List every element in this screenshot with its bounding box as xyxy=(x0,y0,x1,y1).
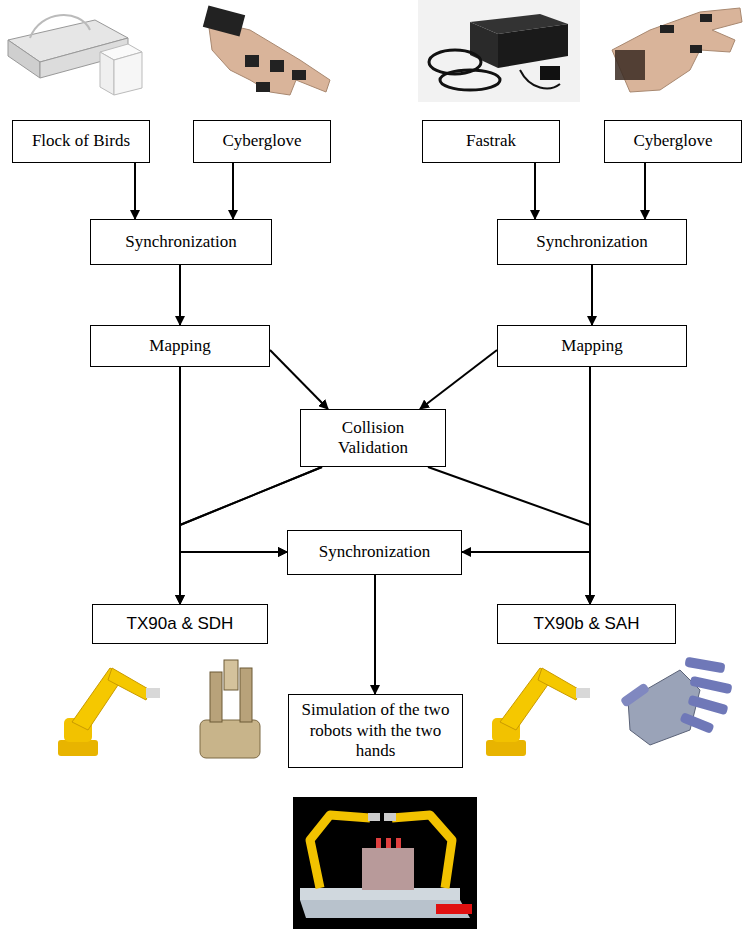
flow-arrow xyxy=(270,350,328,409)
flow-arrow xyxy=(374,575,376,694)
node-text: Cyberglove xyxy=(633,131,712,151)
process-box: Collision Validation xyxy=(300,409,446,467)
node-text: Collision Validation xyxy=(307,418,439,459)
node-text: TX90a & SDH xyxy=(127,614,234,634)
flow-arrow xyxy=(644,163,646,219)
flow-arrow xyxy=(534,163,536,219)
node-text: Mapping xyxy=(561,336,622,356)
data-glove xyxy=(612,8,742,92)
node-text: Flock of Birds xyxy=(32,131,130,151)
flow-arrow xyxy=(420,350,497,409)
flow-arrow xyxy=(232,163,234,219)
device-box: Flock of Birds xyxy=(12,120,150,163)
robot-hand xyxy=(620,657,733,745)
node-text: Synchronization xyxy=(319,542,430,562)
node-text: Cyberglove xyxy=(222,131,301,151)
robot-arm xyxy=(58,668,160,756)
device-box: Cyberglove xyxy=(604,120,742,163)
node-text: Simulation of the two robots with the tw… xyxy=(295,700,456,761)
process-box: Mapping xyxy=(497,325,687,367)
device-box: Fastrak xyxy=(422,120,560,163)
node-text: Synchronization xyxy=(536,232,647,252)
node-text: Mapping xyxy=(149,336,210,356)
gripper xyxy=(200,660,260,758)
data-glove xyxy=(203,5,330,95)
robot-box: TX90a & SDH xyxy=(92,604,268,644)
output-box: Simulation of the two robots with the tw… xyxy=(288,694,463,768)
process-box: Synchronization xyxy=(90,219,272,265)
flow-arrow xyxy=(462,367,590,552)
tracker-device xyxy=(418,0,580,102)
flow-arrow xyxy=(591,265,593,325)
flow-arrow xyxy=(180,367,287,552)
node-text: Fastrak xyxy=(466,131,516,151)
flow-arrow xyxy=(179,265,181,325)
robot-box: TX90b & SAH xyxy=(497,604,676,644)
node-text: Synchronization xyxy=(125,232,236,252)
robot-arm xyxy=(486,668,590,756)
node-text: TX90b & SAH xyxy=(534,614,640,634)
tracker-device xyxy=(8,15,142,95)
flow-arrow xyxy=(134,163,136,219)
device-box: Cyberglove xyxy=(193,120,331,163)
process-box: Mapping xyxy=(90,325,270,367)
process-box: Synchronization xyxy=(497,219,687,265)
simulation-scene xyxy=(293,797,477,929)
process-box: Synchronization xyxy=(287,530,462,575)
